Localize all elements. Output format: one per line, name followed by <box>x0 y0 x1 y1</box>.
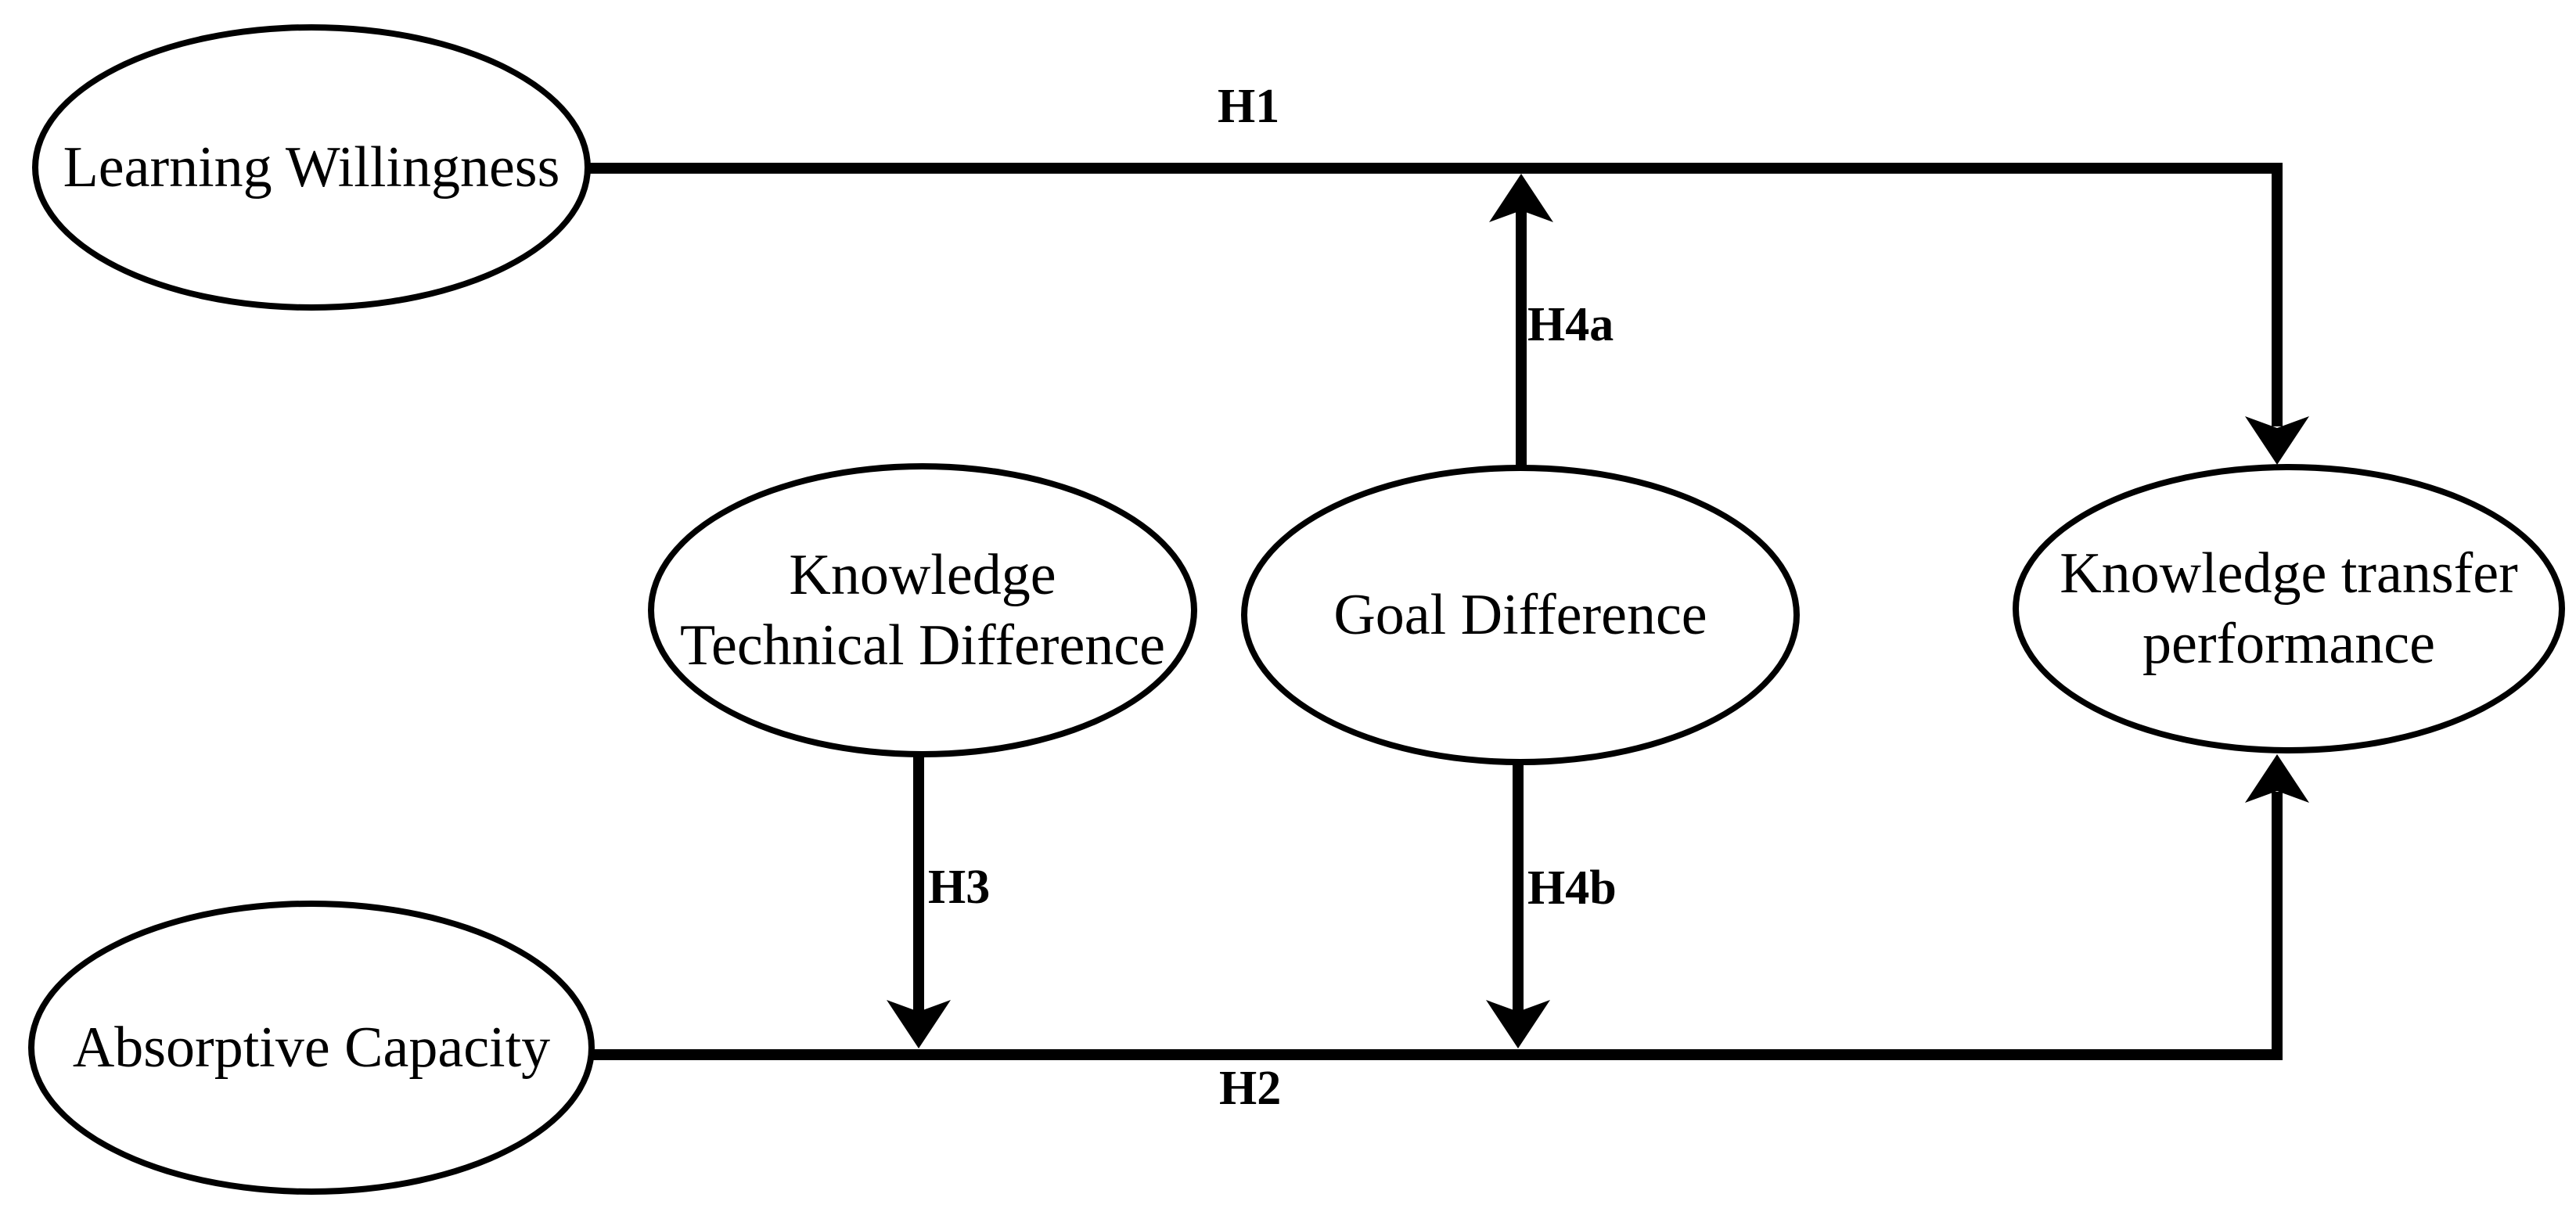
edge-label-h4b: H4b <box>1527 861 1617 915</box>
h4a-arrowhead <box>1489 174 1553 222</box>
node-label-line: Learning Willingness <box>63 135 560 200</box>
h4b-arrowhead <box>1486 1000 1550 1048</box>
edge-label-h1: H1 <box>1218 80 1280 133</box>
edge-label-h2: H2 <box>1219 1062 1282 1115</box>
node-label-line: performance <box>2142 612 2435 676</box>
node-label: Knowledge transfer performance <box>2060 538 2518 679</box>
h2-arrowhead <box>2245 754 2309 803</box>
node-label-line: Knowledge <box>789 543 1056 607</box>
edge-label-h3: H3 <box>928 861 991 914</box>
node-label-line: Knowledge transfer <box>2060 541 2518 606</box>
node-label: Learning Willingness <box>63 132 560 203</box>
edge-label-h4a: H4a <box>1527 298 1614 351</box>
node-learning-willingness: Learning Willingness <box>32 24 591 311</box>
node-knowledge-transfer-performance: Knowledge transfer performance <box>2013 464 2565 753</box>
node-knowledge-technical-difference: Knowledge Technical Difference <box>648 463 1197 757</box>
node-label-line: Technical Difference <box>679 613 1165 678</box>
node-label: Knowledge Technical Difference <box>680 540 1165 681</box>
node-absorptive-capacity: Absorptive Capacity <box>28 901 595 1195</box>
h3-arrowhead <box>887 1000 951 1048</box>
node-label-line: Absorptive Capacity <box>72 1016 551 1080</box>
node-goal-difference: Goal Difference <box>1241 465 1800 765</box>
node-label-line: Goal Difference <box>1333 583 1707 647</box>
node-label: Goal Difference <box>1333 580 1707 650</box>
h1-arrowhead <box>2245 416 2309 465</box>
node-label: Absorptive Capacity <box>73 1012 550 1083</box>
